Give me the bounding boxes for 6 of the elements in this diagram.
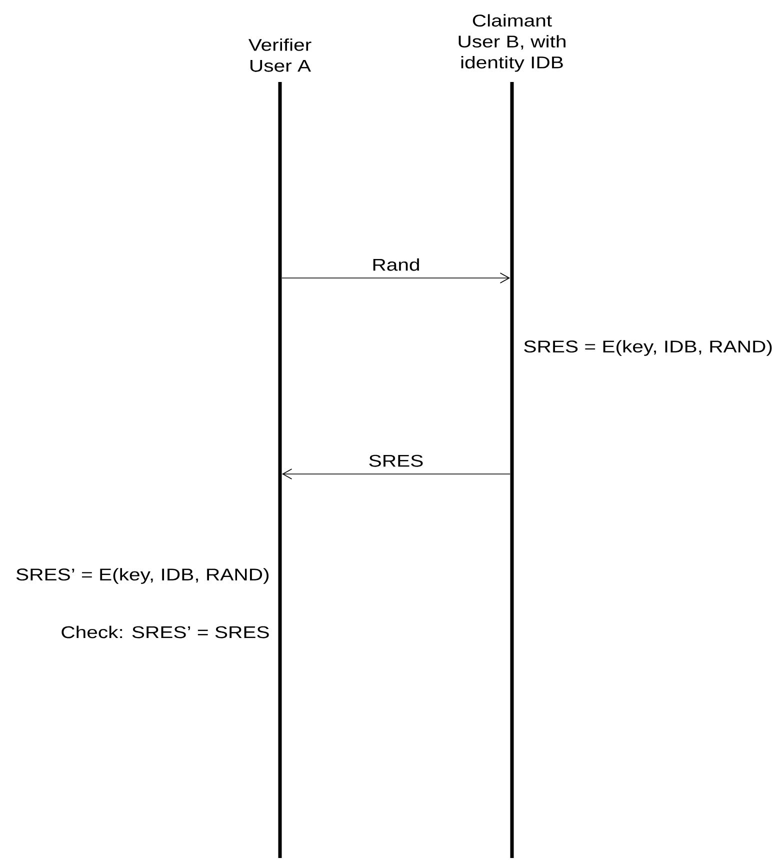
arrow	[282, 468, 510, 480]
arrow	[282, 272, 510, 284]
edge-label: Rand	[370, 256, 422, 273]
participant-label: Claimant User B, with identity IDB	[458, 14, 566, 72]
edge-label: SRES	[366, 452, 426, 469]
participant-label: Verifier User A	[248, 38, 312, 72]
